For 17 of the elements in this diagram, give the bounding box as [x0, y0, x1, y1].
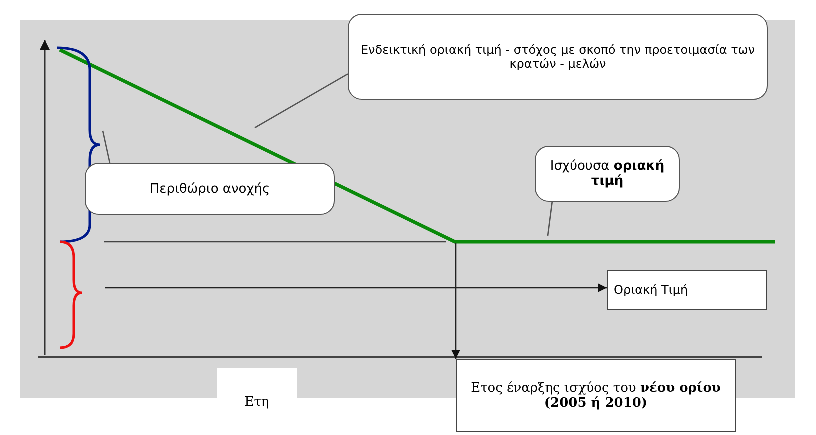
callout-text: Ετος έναρξης ισχύος του νέου ορίου (2005 ή 2010)	[470, 380, 722, 410]
callout-bubble	[85, 163, 335, 215]
callout-text: Ισχύουσα οριακή τιμή	[549, 159, 666, 189]
callout-text: Περιθώριο ανοχής	[150, 182, 270, 196]
label-box	[607, 270, 767, 310]
callout-text: Ενδεικτική οριακή τιμή - στόχος με σκοπό την προετοιμασία των κρατών - μελών	[360, 43, 756, 71]
arrow	[105, 283, 607, 293]
curly-brace	[60, 240, 84, 350]
callout-text: Οριακή Τιμή	[614, 283, 688, 297]
callout-text: Ετη	[244, 395, 270, 410]
arrow	[451, 243, 461, 359]
leader-line	[254, 74, 348, 129]
leader-line	[102, 130, 111, 164]
label-box	[456, 359, 736, 432]
callout-bubble	[535, 146, 680, 202]
callout-bubble	[348, 14, 768, 100]
leader-line	[547, 202, 554, 236]
